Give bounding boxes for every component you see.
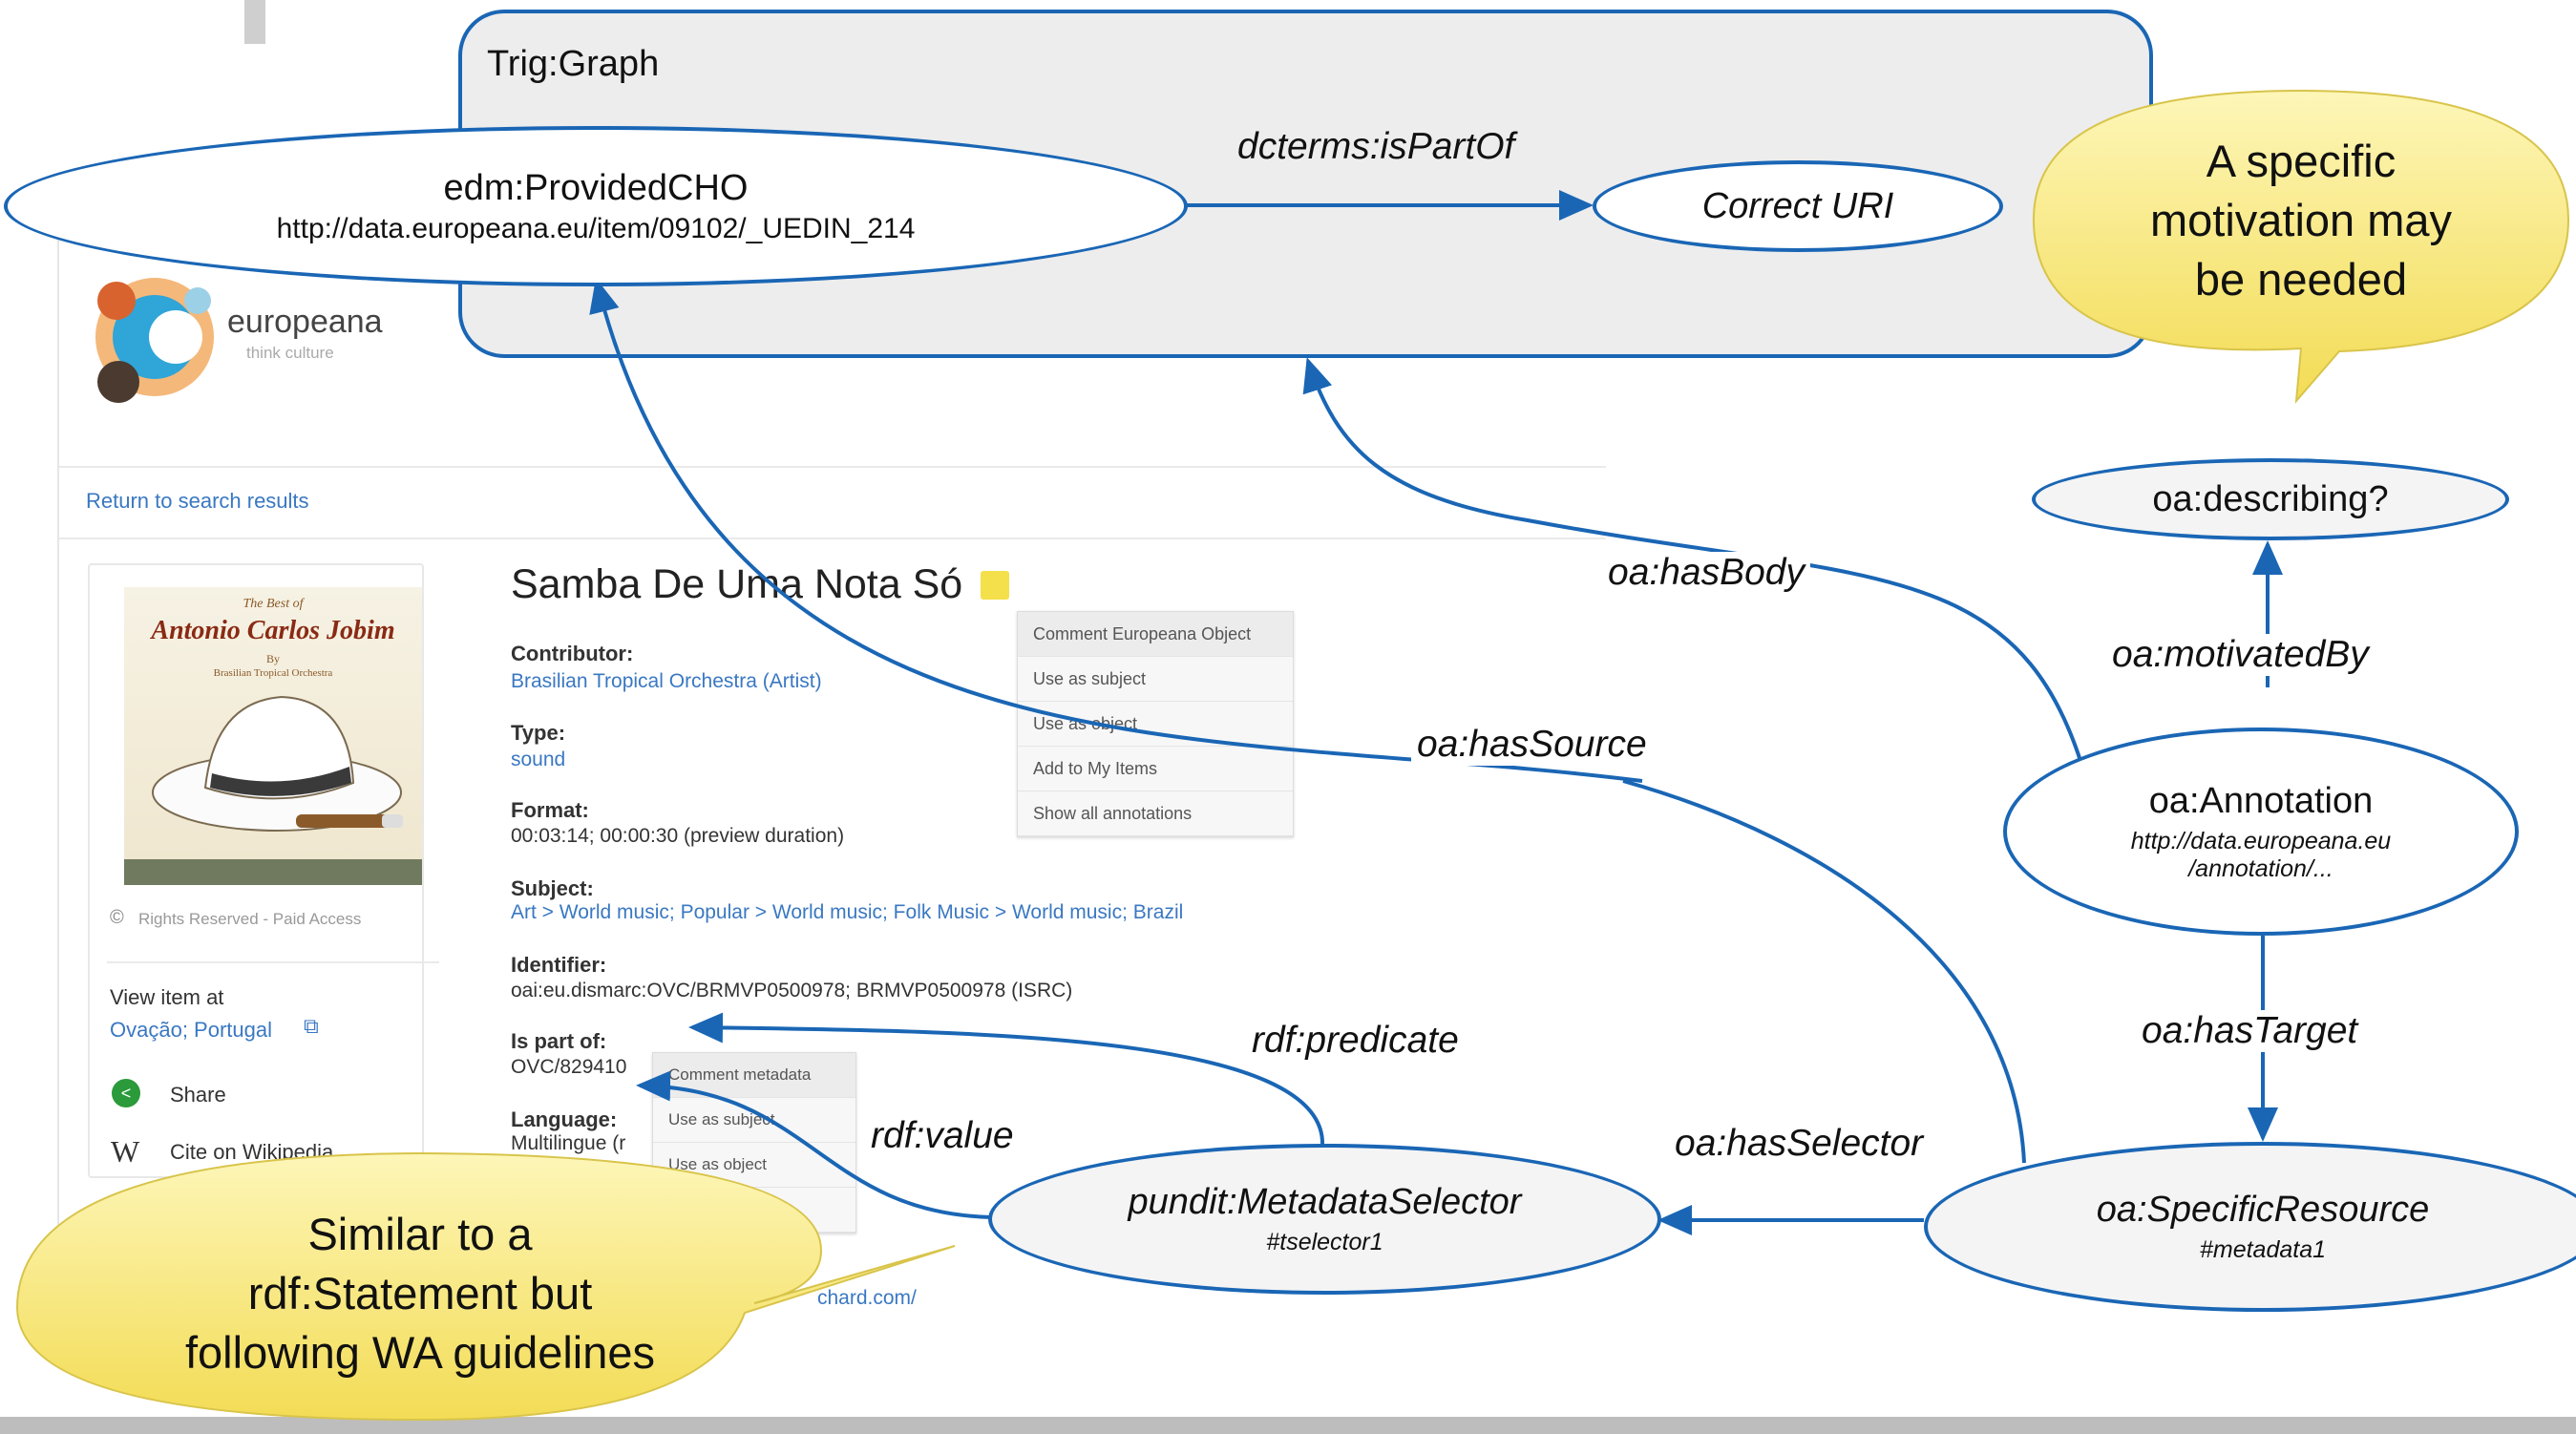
logo-icon: [95, 278, 214, 403]
edge-label-has-source: oa:hasSource: [1411, 724, 1653, 766]
menu-item-show-all-annotations[interactable]: Show all annotations: [1018, 791, 1293, 836]
subject-label: Subject:: [511, 876, 594, 900]
album-cover-top: The Best of: [243, 597, 304, 611]
edge-label-has-target: oa:hasTarget: [2136, 1010, 2364, 1052]
node-annotation-uri-1: http://data.europeana.eu: [2130, 827, 2392, 854]
album-cover-by: By: [265, 652, 280, 665]
bottom-link[interactable]: chard.com/: [817, 1287, 917, 1309]
node-annotation: oa:Annotation http://data.europeana.eu /…: [2003, 728, 2519, 936]
album-cover-artist: Antonio Carlos Jobim: [151, 616, 395, 645]
edge-label-value: rdf:value: [865, 1115, 1020, 1157]
node-provided-cho-uri: http://data.europeana.eu/item/09102/_UED…: [276, 212, 916, 244]
content-divider: [59, 538, 1606, 539]
edge-label-has-body: oa:hasBody: [1602, 552, 1810, 594]
item-title: Samba De Uma Nota Só: [511, 561, 963, 607]
menu-item-comment-metadata[interactable]: Comment metadata: [653, 1053, 855, 1098]
format-label: Format:: [511, 798, 589, 822]
node-specific-resource: oa:SpecificResource #metadata1: [1924, 1142, 2576, 1312]
share-icon[interactable]: <: [112, 1079, 140, 1107]
view-item-link[interactable]: Ovação; Portugal: [110, 1018, 272, 1042]
contributor-value[interactable]: Brasilian Tropical Orchestra (Artist): [511, 670, 822, 692]
edge-label-is-part-of: dcterms:isPartOf: [1237, 126, 1515, 167]
node-annotation-uri-2: /annotation/...: [2188, 854, 2333, 882]
slide-corner-mark: [244, 0, 265, 44]
callout-statement-line-1: Similar to a: [307, 1209, 533, 1259]
screenshot-left-border: [57, 210, 59, 1356]
edge-label-motivated-by: oa:motivatedBy: [2106, 634, 2375, 676]
node-metadata-selector-sub: #tselector1: [1266, 1229, 1383, 1255]
external-link-icon: ⧉: [304, 1014, 319, 1038]
menu-item-comment-object[interactable]: Comment Europeana Object: [1018, 612, 1293, 657]
node-describing: oa:describing?: [2032, 458, 2509, 540]
node-annotation-label: oa:Annotation: [2148, 780, 2374, 821]
contributor-label: Contributor:: [511, 642, 634, 665]
menu-item-use-as-subject-2[interactable]: Use as subject: [653, 1098, 855, 1143]
callout-statement-text: Similar to a rdf:Statement but following…: [29, 1205, 812, 1382]
type-value[interactable]: sound: [511, 749, 566, 770]
node-provided-cho-label: edm:ProvidedCHO: [443, 167, 749, 208]
cite-wikipedia-link[interactable]: Cite on Wikipedia: [170, 1140, 334, 1164]
identifier-label: Identifier:: [511, 953, 607, 977]
is-part-of-label: Is part of:: [511, 1029, 607, 1053]
language-label: Language:: [511, 1107, 618, 1131]
menu-item-use-as-subject[interactable]: Use as subject: [1018, 657, 1293, 702]
europeana-logo: [88, 263, 241, 415]
subject-value[interactable]: Art > World music; Popular > World music…: [511, 901, 1184, 923]
header-divider: [59, 466, 1606, 468]
menu-item-use-as-object[interactable]: Use as object: [1018, 702, 1293, 747]
callout-statement-line-2: rdf:Statement but: [247, 1268, 593, 1318]
slide-bottom-bar: [0, 1417, 2576, 1434]
edge-label-predicate: rdf:predicate: [1246, 1020, 1465, 1062]
identifier-value: oai:eu.dismarc:OVC/BRMVP0500978; BRMVP05…: [511, 980, 1073, 1002]
share-link[interactable]: Share: [170, 1083, 226, 1107]
object-context-menu: Comment Europeana Object Use as subject …: [1017, 611, 1294, 837]
callout-statement-line-3: following WA guidelines: [184, 1327, 656, 1378]
sidebar-divider: [107, 961, 439, 963]
node-describing-label: oa:describing?: [2152, 478, 2389, 519]
node-correct-uri-label: Correct URI: [1701, 185, 1894, 226]
callout-motivation-text: A specific motivation may be needed: [2043, 132, 2559, 309]
menu-item-use-as-object-2[interactable]: Use as object: [653, 1143, 855, 1188]
album-cover-orchestra: Brasilian Tropical Orchestra: [213, 667, 333, 679]
trig-graph-title: Trig:Graph: [487, 44, 660, 84]
logo-name: europeana: [227, 304, 383, 340]
node-correct-uri: Correct URI: [1593, 160, 2003, 252]
hat-illustration: [124, 695, 422, 885]
node-specific-resource-sub: #metadata1: [2199, 1236, 2327, 1263]
node-metadata-selector-label: pundit:MetadataSelector: [1128, 1182, 1522, 1222]
edge-label-has-selector: oa:hasSelector: [1669, 1123, 1930, 1165]
node-metadata-selector: pundit:MetadataSelector #tselector1: [988, 1144, 1661, 1295]
menu-item-add-to-my-items[interactable]: Add to My Items: [1018, 747, 1293, 791]
language-value: Multilingue (r: [511, 1132, 626, 1154]
annotate-title-icon[interactable]: [981, 571, 1009, 600]
format-value: 00:03:14; 00:00:30 (preview duration): [511, 825, 845, 847]
is-part-of-value: OVC/829410: [511, 1056, 627, 1078]
logo-tagline: think culture: [246, 344, 334, 362]
album-cover[interactable]: The Best of Antonio Carlos Jobim By Bras…: [124, 587, 422, 885]
callout-motivation-line-2: motivation may: [2149, 195, 2453, 245]
node-provided-cho: edm:ProvidedCHO http://data.europeana.eu…: [4, 126, 1188, 286]
node-specific-resource-label: oa:SpecificResource: [2096, 1190, 2430, 1230]
type-label: Type:: [511, 721, 566, 745]
rights-icon: ©: [110, 907, 124, 928]
return-to-search-link[interactable]: Return to search results: [86, 489, 309, 513]
callout-motivation-line-1: A specific: [2206, 136, 2397, 186]
wikipedia-icon: W: [111, 1134, 140, 1169]
view-item-label: View item at: [110, 985, 224, 1009]
edge-has-source-2: [1622, 779, 2026, 1164]
rights-text: Rights Reserved - Paid Access: [138, 910, 362, 928]
callout-motivation-line-3: be needed: [2194, 254, 2408, 305]
